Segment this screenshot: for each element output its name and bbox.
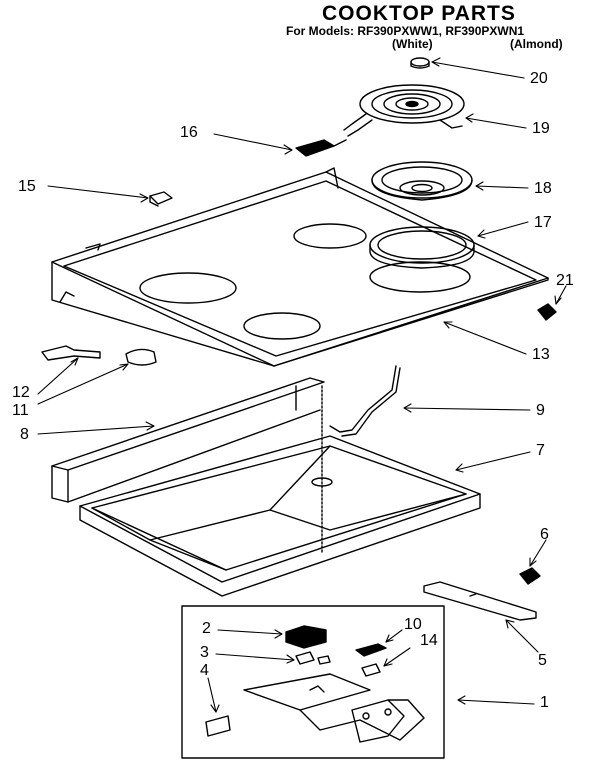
callout-13: 13 bbox=[532, 346, 550, 363]
callout-1: 1 bbox=[540, 694, 549, 711]
part-12-hinge bbox=[41, 345, 101, 361]
variant-white-label: (White) bbox=[392, 37, 433, 51]
callout-9: 9 bbox=[536, 402, 545, 419]
callout-10: 10 bbox=[404, 616, 422, 633]
callout-6: 6 bbox=[540, 526, 549, 543]
part-15-bracket bbox=[149, 191, 173, 207]
part-8-rear-trim bbox=[51, 377, 325, 503]
callout-11: 11 bbox=[12, 402, 29, 419]
part-1-control-box bbox=[181, 605, 445, 759]
variant-almond-label: (Almond) bbox=[510, 37, 563, 51]
callout-21: 21 bbox=[556, 272, 574, 289]
leader-lines bbox=[37, 57, 567, 713]
part-9-support-rod bbox=[329, 365, 401, 437]
callout-3: 3 bbox=[200, 644, 209, 661]
callout-15: 15 bbox=[18, 178, 36, 195]
callout-20: 20 bbox=[530, 70, 548, 87]
callout-19: 19 bbox=[532, 120, 550, 137]
part-3-plate bbox=[295, 651, 331, 665]
part-4-label bbox=[205, 715, 231, 737]
part-2-switch bbox=[285, 625, 327, 649]
models-line: For Models: RF390PXWW1, RF390PXWN1 bbox=[286, 24, 525, 38]
part-14-plate bbox=[361, 663, 381, 677]
part-16-terminal-block bbox=[295, 139, 347, 157]
callout-2: 2 bbox=[202, 620, 211, 637]
callout-17: 17 bbox=[534, 214, 552, 231]
part-7-burner-box bbox=[79, 385, 481, 597]
part-21-clip bbox=[537, 303, 557, 321]
callout-5: 5 bbox=[538, 652, 547, 669]
part-6-clip bbox=[519, 567, 541, 585]
part-18-drip-bowl bbox=[371, 161, 473, 201]
part-11-cover bbox=[125, 348, 157, 366]
part-19-surface-element bbox=[343, 84, 465, 137]
part-13-cooktop bbox=[51, 167, 549, 367]
part-20-knob bbox=[410, 57, 430, 69]
callout-8: 8 bbox=[20, 426, 29, 443]
callout-4: 4 bbox=[200, 662, 209, 679]
part-10-indicator bbox=[355, 643, 387, 657]
callout-18: 18 bbox=[534, 180, 552, 197]
callout-12: 12 bbox=[12, 384, 30, 401]
part-1-control-panel bbox=[243, 673, 425, 743]
callout-7: 7 bbox=[536, 442, 545, 459]
part-5-bracket bbox=[423, 581, 537, 621]
diagram-title: COOKTOP PARTS bbox=[322, 2, 516, 25]
callout-14: 14 bbox=[420, 632, 438, 649]
callout-16: 16 bbox=[180, 124, 198, 141]
